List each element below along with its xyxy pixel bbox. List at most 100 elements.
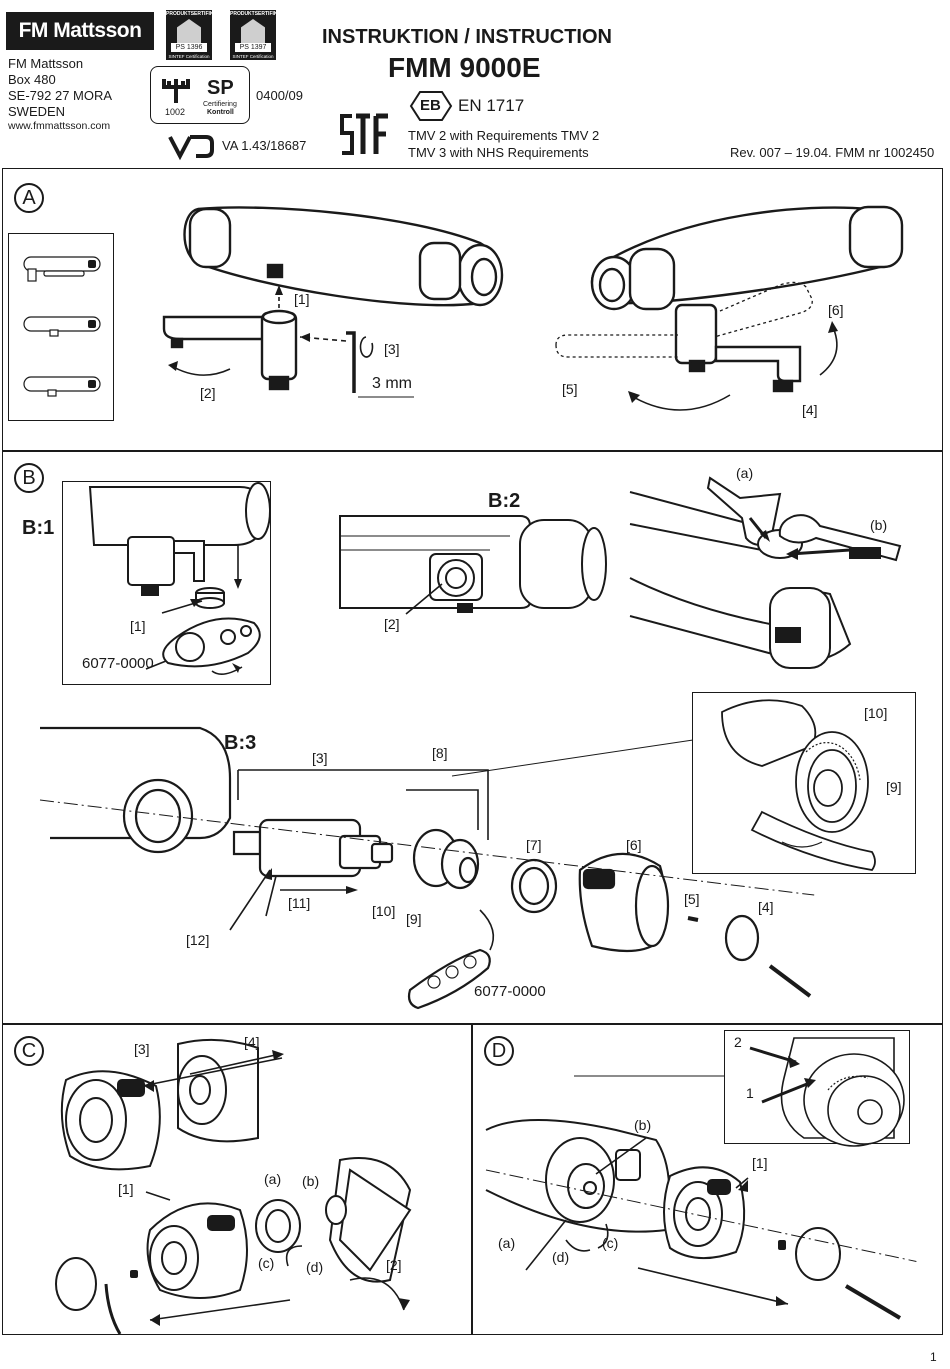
label-d-a: (a) [498,1235,516,1251]
brand-logo: FM Mattsson [6,12,154,50]
mixer-body-illustration-a2 [555,205,904,411]
sintef-cert-badge-1: PRODUKTSERTIFIKAT PS 1396 SINTEF Certifi… [166,10,220,60]
label-c-a: (a) [264,1171,282,1187]
house-icon [177,19,201,43]
sp-number: 1002 [165,107,186,117]
sp-code: 0400/09 [256,88,303,103]
sp-certification-box: 1002 SP Certifiering Kontroll [150,66,250,124]
label-d-b: (b) [634,1117,652,1133]
section-d-frame [472,1023,943,1335]
sp-text-1: Certifiering [203,101,237,108]
va-logo-icon [168,135,214,161]
label-c-b: (b) [302,1173,320,1189]
callout-b3-7: [7] [526,837,542,853]
mixer-body-illustration-a1 [162,206,504,398]
cert-code: PS 1397 [235,43,271,52]
detail-number-2: 2 [734,1034,742,1050]
step-b1-inset [62,481,271,685]
step-b1-label: B:1 [22,517,55,539]
callout-a-2: [2] [200,385,216,401]
step-b3-exploded-view [39,726,815,1010]
callout-a-6: [6] [828,302,844,318]
trident-icon [162,79,190,103]
callout-a-3: [3] [384,341,400,357]
tool-number-b3: 6077-0000 [474,983,546,1000]
step-b3-label: B:3 [224,732,257,754]
step-b2-label: B:2 [488,490,521,512]
callout-b3-12: [12] [186,932,210,948]
en-standard: EN 1717 [458,96,525,115]
address-line-3: SE-792 27 MORA [8,88,113,103]
tmv2-text: TMV 2 with Requirements TMV 2 [408,128,600,143]
step-b3-detail-illustration [451,699,876,871]
page-title: INSTRUKTION / INSTRUCTION [322,26,612,48]
sp-logo: SP [207,77,234,99]
step-b1-illustration [88,482,271,675]
stf-logo-icon [340,113,388,155]
callout-b3-8: [8] [432,745,448,761]
cert-sub: SINTEF Certification [232,54,274,59]
address-line-4: SWEDEN [8,104,66,119]
section-d-label: D [484,1036,514,1066]
revision-text: Rev. 007 – 19.04. FMM nr 1002450 [730,145,935,160]
callout-b2-2: [2] [384,616,400,632]
house-icon [241,19,265,43]
callout-b3-4: [4] [758,899,774,915]
wrench-label-b: (b) [870,517,888,533]
label-c-d: (d) [306,1259,324,1275]
address-line-1: FM Mattsson [8,56,84,71]
section-b-label: B [14,463,44,493]
cert-sub: SINTEF Certification [168,54,210,59]
sintef-cert-badge-2: PRODUKTSERTIFIKAT PS 1397 SINTEF Certifi… [230,10,284,60]
section-c-frame [2,1023,472,1335]
section-c-label: C [14,1036,44,1066]
variants-inset [8,233,114,421]
cert-caption: PRODUKTSERTIFIKAT [230,11,284,17]
inset-callout-9: [9] [886,779,902,795]
callout-c-4: [4] [244,1034,260,1050]
callout-a-4: [4] [802,402,818,418]
inset-callout-10: [10] [864,705,888,721]
callout-c-3: [3] [134,1041,150,1057]
step-d-illustration [485,1119,917,1320]
allen-key-size: 3 mm [372,375,412,392]
cert-code: PS 1396 [171,43,207,52]
tmv3-text: TMV 3 with NHS Requirements [408,145,589,160]
callout-c-1: [1] [118,1181,134,1197]
callout-a-1: [1] [294,291,310,307]
step-c-illustration [55,1038,412,1335]
callout-b3-3: [3] [312,750,328,766]
label-c-c: (c) [258,1255,275,1271]
page-number: 1 [930,1350,937,1364]
step-b2-illustration [339,515,607,615]
address-line-2: Box 480 [8,72,56,87]
cert-caption: PRODUKTSERTIFIKAT [166,11,220,17]
label-d-d: (d) [552,1249,570,1265]
wrench-label-a: (a) [736,465,754,481]
label-d-c: (c) [602,1235,619,1251]
callout-d-1: [1] [752,1155,768,1171]
step-d-detail-inset [724,1030,910,1144]
step-b3-detail-inset [692,692,916,874]
callout-a-5: [5] [562,381,578,397]
callout-b3-5: [5] [684,891,700,907]
callout-c-2: [2] [386,1257,402,1273]
website-link[interactable]: www.fmmattsson.com [8,120,111,132]
eb-mark-text: EB [420,97,441,114]
eb-mark: EB [409,90,453,122]
callout-b3-9: [9] [406,911,422,927]
sp-text-2: Kontroll [207,109,234,116]
section-a-frame [2,168,943,451]
tool-number-b1: 6077-0000 [82,655,154,672]
section-a-label: A [14,183,44,213]
step-d-detail-illustration [574,1037,905,1147]
step-b-wrench-illustration [629,476,902,669]
faucet-variant-illustrations [23,256,101,397]
callout-b3-10: [10] [372,903,396,919]
callout-b3-11: [11] [288,895,311,911]
callout-b1-1: [1] [130,618,146,634]
va-code: VA 1.43/18687 [222,138,307,153]
callout-b3-6: [6] [626,837,642,853]
product-title: FMM 9000E [388,52,541,83]
detail-number-1: 1 [746,1085,754,1101]
